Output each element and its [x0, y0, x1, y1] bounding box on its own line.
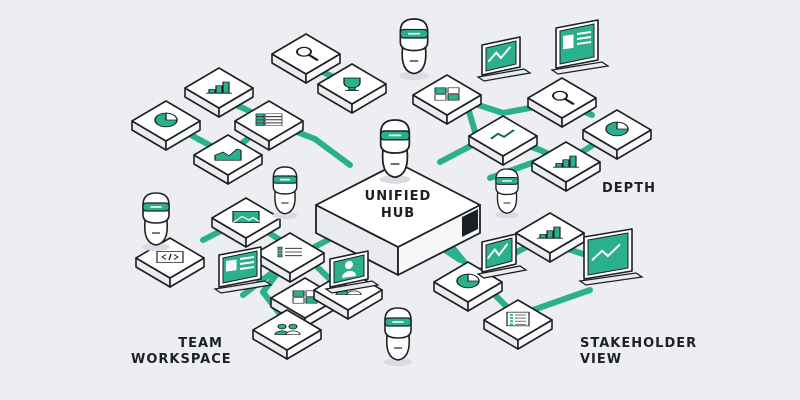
depth-label: DEPTH: [602, 181, 656, 196]
device-screen: [476, 233, 528, 279]
image-icon: [232, 211, 260, 223]
device-screens: [213, 19, 644, 294]
module-tile-line-chart: [468, 115, 538, 166]
bar-chart-icon: [553, 155, 579, 168]
code-icon: [156, 251, 184, 263]
module-tile-code: [135, 237, 205, 288]
hub-label: UNIFIED HUB: [364, 189, 432, 221]
area-chart-icon: [214, 148, 242, 161]
team-icon: [274, 323, 301, 335]
module-tile-document: [483, 299, 553, 350]
module-tile-bar-chart: [515, 212, 585, 263]
trophy-icon: [343, 77, 361, 91]
robot-assistants: [142, 18, 519, 366]
bar-chart-icon: [206, 81, 232, 94]
module-tile-pie-chart: [131, 100, 201, 151]
line-chart-icon: [486, 243, 509, 260]
list-icon: [277, 246, 302, 258]
module-tile-bar-chart: [531, 141, 601, 192]
table-icon: [255, 113, 283, 126]
bar-chart-icon: [537, 226, 563, 239]
pie-chart-icon: [154, 112, 178, 128]
robot-icon: [272, 166, 298, 220]
device-screen: [213, 246, 273, 294]
module-tile-pie-chart: [582, 109, 652, 160]
module-tile-grid-layout: [412, 74, 482, 125]
document-icon: [506, 311, 530, 327]
device-screen: [550, 19, 610, 75]
grid-layout-icon: [434, 87, 460, 101]
search-icon: [552, 90, 575, 105]
stakeholder-view-label: STAKEHOLDER VIEW: [580, 336, 698, 367]
search-icon: [296, 46, 319, 61]
dashboard-icon: [226, 256, 254, 272]
robot-icon: [399, 18, 429, 80]
module-tile-team: [252, 309, 322, 360]
device-screen: [476, 36, 532, 82]
device-screen: [324, 250, 380, 294]
central-hub: [315, 162, 481, 276]
module-tile-search: [527, 77, 597, 128]
dashboard-icon: [563, 31, 591, 50]
connector-line: [312, 136, 353, 168]
module-tile-area-chart: [193, 134, 263, 185]
module-tiles: [131, 33, 652, 360]
robot-icon: [495, 168, 519, 219]
module-tile-table: [234, 100, 304, 151]
pie-chart-icon: [456, 273, 480, 289]
module-tile-image: [211, 197, 281, 248]
module-tile-bar-chart: [184, 67, 254, 118]
line-chart-icon: [591, 243, 621, 261]
line-chart-icon: [489, 129, 516, 140]
robot-icon: [384, 307, 412, 366]
device-screen: [578, 228, 644, 286]
pie-chart-icon: [605, 121, 629, 137]
module-tile-search: [271, 33, 341, 84]
robot-icon: [142, 192, 170, 251]
module-tile-trophy: [317, 63, 387, 114]
robot-icon: [379, 119, 411, 184]
team-workspace-label: TEAM WORKSPACE: [131, 336, 232, 367]
line-chart-icon: [487, 46, 512, 63]
profile-icon: [342, 260, 356, 278]
